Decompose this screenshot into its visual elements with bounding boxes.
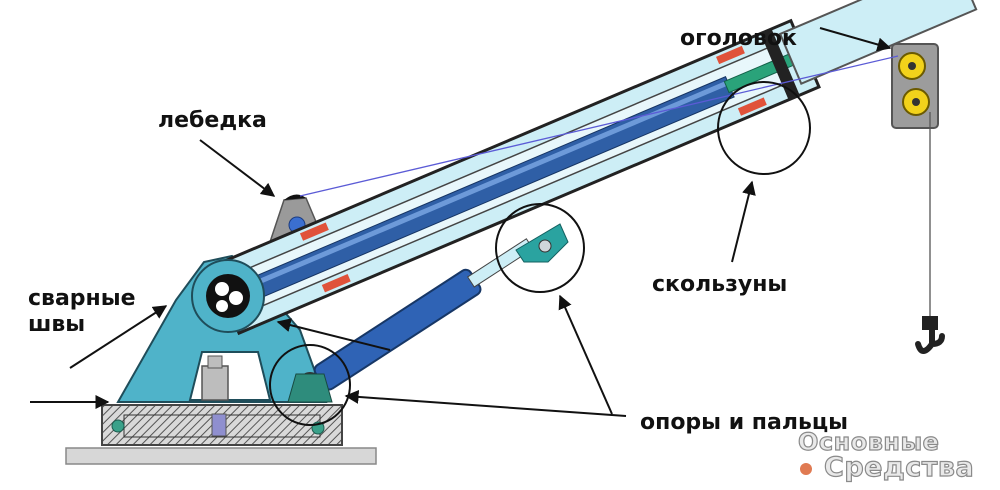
watermark-logo: Основные Средства [796,427,992,484]
boom-inner-highlight [241,80,730,292]
base-plate [65,447,377,465]
hook-icon [915,316,945,354]
boom-pivot-a [215,282,229,296]
slider-3 [716,45,745,65]
bearing-left [111,419,125,433]
head-sheave-top-hub [908,62,916,70]
arrow-supports-1 [558,294,613,415]
highlight-sliders-top [717,81,811,175]
label-welds: сварные швы [28,286,136,338]
label-supports: опоры и пальцы [640,410,849,435]
slider-2 [321,274,351,293]
slider-1 [299,222,329,241]
label-welds-line1: сварные [28,286,136,311]
highlight-support-top [495,203,585,293]
arrow-head [819,27,892,52]
boom [208,0,978,336]
arrow-winch [199,139,276,197]
label-welds-line2: швы [28,312,86,337]
boom-pivot-hub [206,274,250,318]
arrow-welds-1 [69,305,168,369]
slider-4 [737,97,767,116]
winch-rope [299,55,899,197]
center-pin [211,413,227,437]
lift-cylinder-base-bracket [287,373,333,403]
head-sheave-bottom-hub [912,98,920,106]
boom-end-cap [760,28,800,100]
arrow-supports-2 [344,389,627,417]
highlight-support-bottom [269,344,351,426]
column-center-block [201,365,229,401]
boom-pivot-b [229,291,243,305]
label-sliders: скользуны [652,272,788,297]
boom-extension [778,0,978,85]
boom-pivot-c [216,300,228,312]
logo-dot-icon [800,463,812,475]
logo-line1: Основные [797,427,940,456]
arrow-welds-3 [276,318,391,351]
label-head: оголовок [680,26,797,51]
label-winch: лебедка [158,108,267,133]
arrow-sliders [731,180,756,263]
column-center-cap [207,355,223,369]
lift-cylinder-pin-top [538,239,552,253]
logo-line2: Средства [823,451,975,483]
